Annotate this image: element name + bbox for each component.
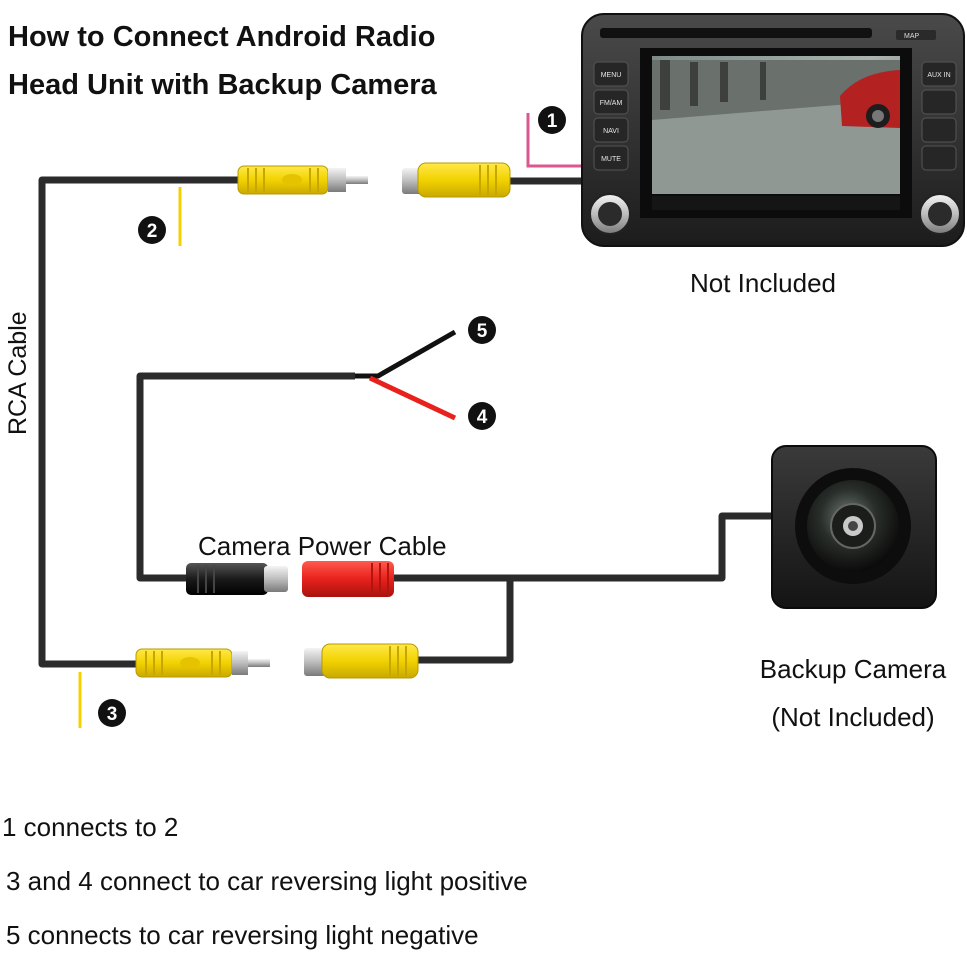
note-2: 3 and 4 connect to car reversing light p… bbox=[6, 866, 528, 896]
wire-red-4 bbox=[368, 375, 457, 421]
head-unit bbox=[581, 13, 965, 247]
note-3: 5 connects to car reversing light negati… bbox=[6, 920, 479, 950]
svg-text:4: 4 bbox=[477, 407, 488, 428]
rca-female-jack-bottom bbox=[304, 643, 419, 679]
title-line-1: How to Connect Android Radio bbox=[8, 21, 436, 53]
marker-5: 5 bbox=[468, 316, 496, 344]
rca-cable-label: RCA Cable bbox=[4, 311, 32, 435]
power-cable-label: Camera Power Cable bbox=[198, 531, 447, 561]
head-unit-button-mute: MUTE bbox=[601, 156, 621, 163]
marker-4: 4 bbox=[468, 402, 496, 430]
head-unit-button-fmam: FM/AM bbox=[600, 100, 623, 107]
head-unit-top-label: MAP bbox=[904, 33, 920, 40]
marker-3: 3 bbox=[98, 699, 126, 727]
svg-text:5: 5 bbox=[477, 321, 488, 342]
rca-cable-main bbox=[38, 176, 242, 668]
rca-male-plug-bottom bbox=[135, 648, 270, 678]
lead-1 bbox=[526, 113, 588, 168]
head-unit-caption: Not Included bbox=[690, 268, 836, 298]
wire-black-5 bbox=[355, 329, 457, 379]
power-plug-black bbox=[186, 563, 288, 595]
title-line-2: Head Unit with Backup Camera bbox=[8, 69, 437, 101]
rca-female-jack-top bbox=[402, 162, 511, 198]
head-unit-button-aux: AUX IN bbox=[927, 72, 950, 79]
marker-2: 2 bbox=[138, 216, 166, 244]
camera-cable bbox=[390, 512, 778, 664]
power-cable-loop bbox=[136, 372, 355, 582]
power-jack-red bbox=[302, 561, 394, 597]
camera-caption-line-1: Backup Camera bbox=[759, 654, 947, 684]
head-unit-button-navi: NAVI bbox=[603, 128, 619, 135]
note-1: 1 connects to 2 bbox=[2, 812, 179, 842]
backup-camera bbox=[771, 445, 937, 609]
head-unit-button-menu: MENU bbox=[601, 72, 622, 79]
svg-text:2: 2 bbox=[147, 221, 158, 242]
svg-text:3: 3 bbox=[107, 704, 118, 725]
svg-text:1: 1 bbox=[547, 111, 558, 132]
rca-male-plug-top bbox=[237, 165, 368, 195]
marker-group: 1 2 3 4 5 bbox=[98, 106, 566, 727]
camera-caption-line-2: (Not Included) bbox=[771, 702, 935, 732]
marker-1: 1 bbox=[538, 106, 566, 134]
